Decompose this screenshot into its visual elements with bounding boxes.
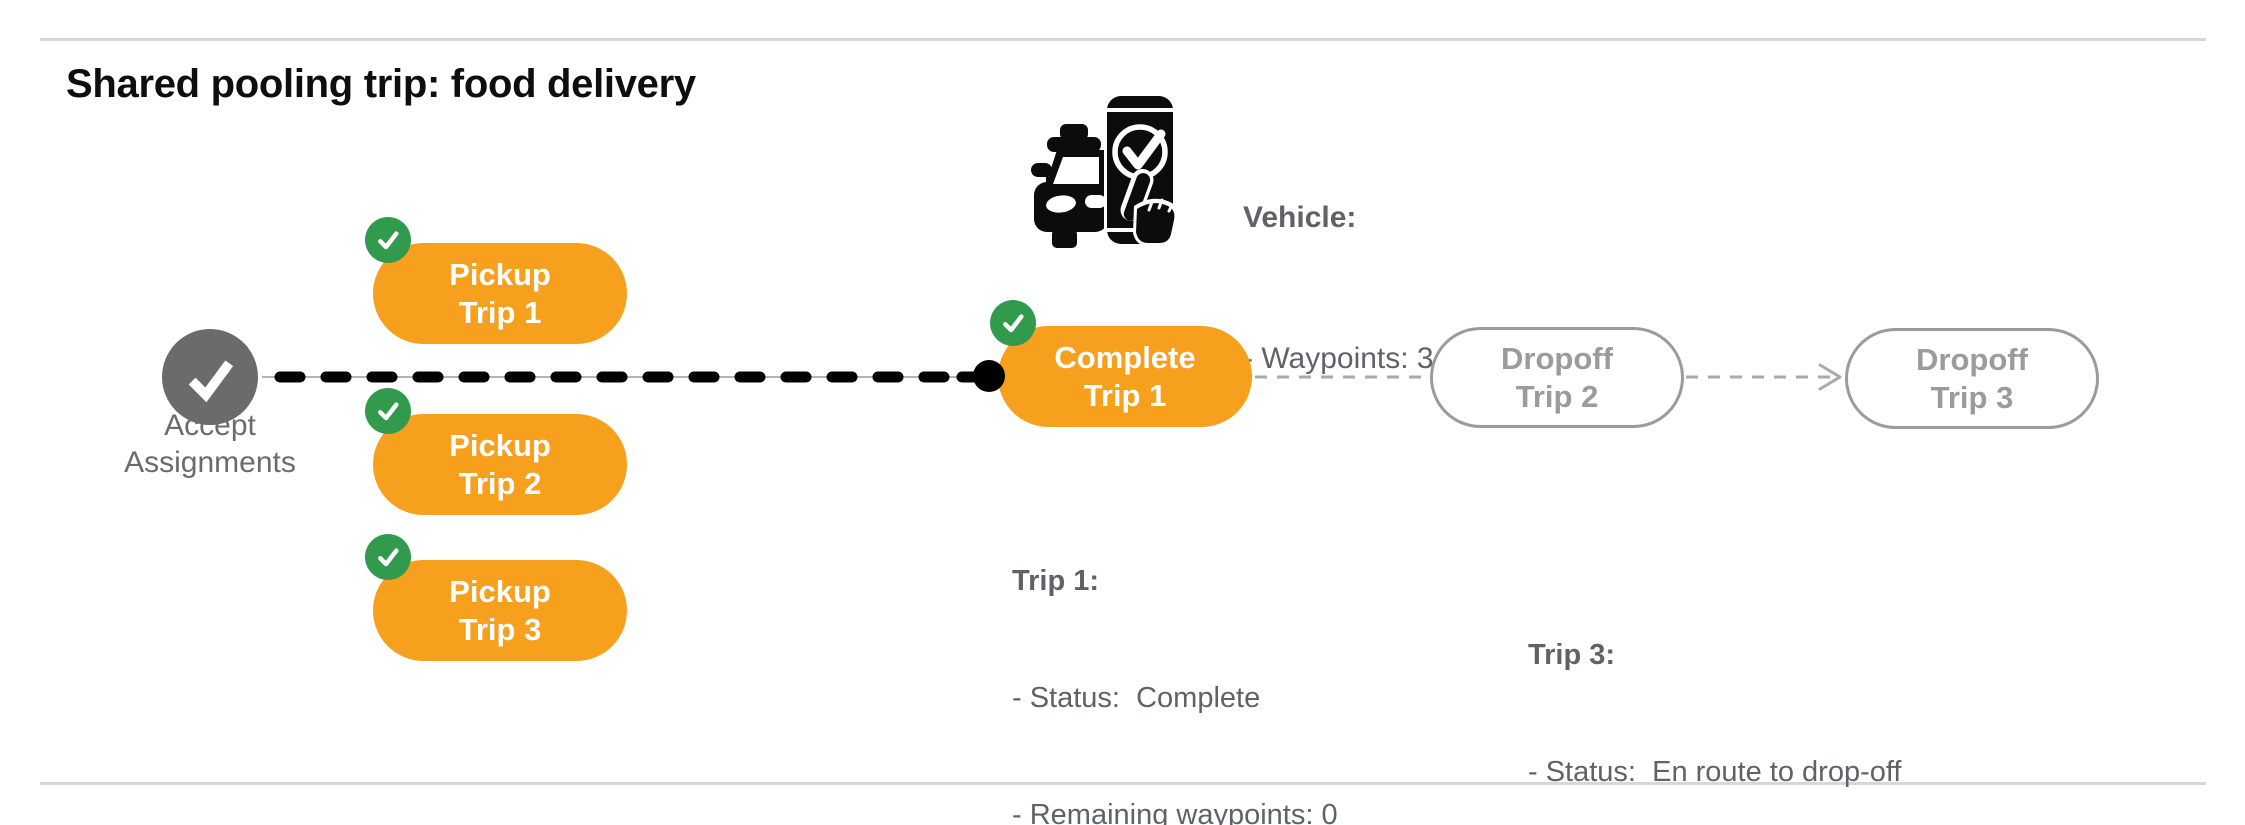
- arrowhead-icon: [1818, 363, 1842, 391]
- windshield: [1053, 157, 1099, 184]
- completed-check-badge: [365, 534, 411, 580]
- trip-3-status-line: - Status: En route to drop-off: [1528, 756, 1902, 788]
- completed-check-badge: [990, 300, 1036, 346]
- pill-label-line2: Trip 1: [1083, 377, 1167, 413]
- diagram-title: Shared pooling trip: food delivery: [66, 62, 696, 106]
- vehicle-label: Vehicle:: [1243, 201, 1357, 234]
- accept-label-line2: Assignments: [124, 446, 296, 479]
- complete-trip-1-pill: Complete Trip 1: [990, 300, 1252, 427]
- dropoff-trip-3-pill: Dropoff Trip 3: [1845, 328, 2099, 429]
- pill-label-line1: Pickup: [449, 427, 551, 463]
- pill-label-line2: Trip 2: [458, 465, 542, 501]
- pickup-trip-1-pill: Pickup Trip 1: [365, 217, 627, 344]
- dropoff-trip-2-pill: Dropoff Trip 2: [1430, 327, 1684, 428]
- top-divider: [40, 38, 2206, 41]
- accept-assignments-node: [162, 329, 258, 425]
- pill-label-line1: Dropoff: [1501, 340, 1613, 376]
- accept-label-line1: Accept: [164, 409, 256, 442]
- check-icon: [378, 548, 399, 567]
- pill-label-line1: Pickup: [449, 256, 551, 292]
- phone-check-icon: [1122, 129, 1166, 170]
- check-icon: [188, 360, 234, 403]
- trip-status-block-1: Trip 1: - Status: Complete - Remaining w…: [1012, 484, 1385, 825]
- pill-label-line2: Trip 3: [1930, 379, 2014, 415]
- trip-1-status-title: Trip 1:: [1012, 565, 1100, 597]
- completed-check-badge: [365, 217, 411, 263]
- pill-label-line1: Pickup: [449, 573, 551, 609]
- pill-label-line1: Dropoff: [1916, 341, 2028, 377]
- pill-label-line2: Trip 1: [458, 294, 542, 330]
- grille: [1085, 195, 1106, 208]
- trip-1-status-line: - Status: Complete: [1012, 682, 1261, 714]
- check-icon: [378, 402, 399, 421]
- check-icon: [378, 231, 399, 250]
- pointing-hand: [1120, 168, 1179, 246]
- completed-check-badge: [365, 388, 411, 434]
- trip-1-waypoints-line: - Remaining waypoints: 0: [1012, 799, 1338, 825]
- trip-3-status-title: Trip 3:: [1528, 639, 1616, 671]
- car-phone-check-icon: [1031, 93, 1179, 248]
- check-icon: [1003, 314, 1024, 333]
- accept-assignments-label: Accept Assignments: [60, 407, 360, 481]
- pill-label-line2: Trip 2: [1515, 378, 1599, 414]
- bottom-divider: [40, 782, 2206, 785]
- pickup-trip-3-pill: Pickup Trip 3: [365, 534, 627, 661]
- pickup-trip-2-pill: Pickup Trip 2: [365, 388, 627, 515]
- pill-label-line1: Complete: [1054, 339, 1196, 375]
- pill-label-line2: Trip 3: [458, 611, 542, 647]
- headlight: [1046, 195, 1076, 213]
- trip-status-block-2: Trip 3: - Status: En route to drop-off -…: [1528, 558, 1901, 825]
